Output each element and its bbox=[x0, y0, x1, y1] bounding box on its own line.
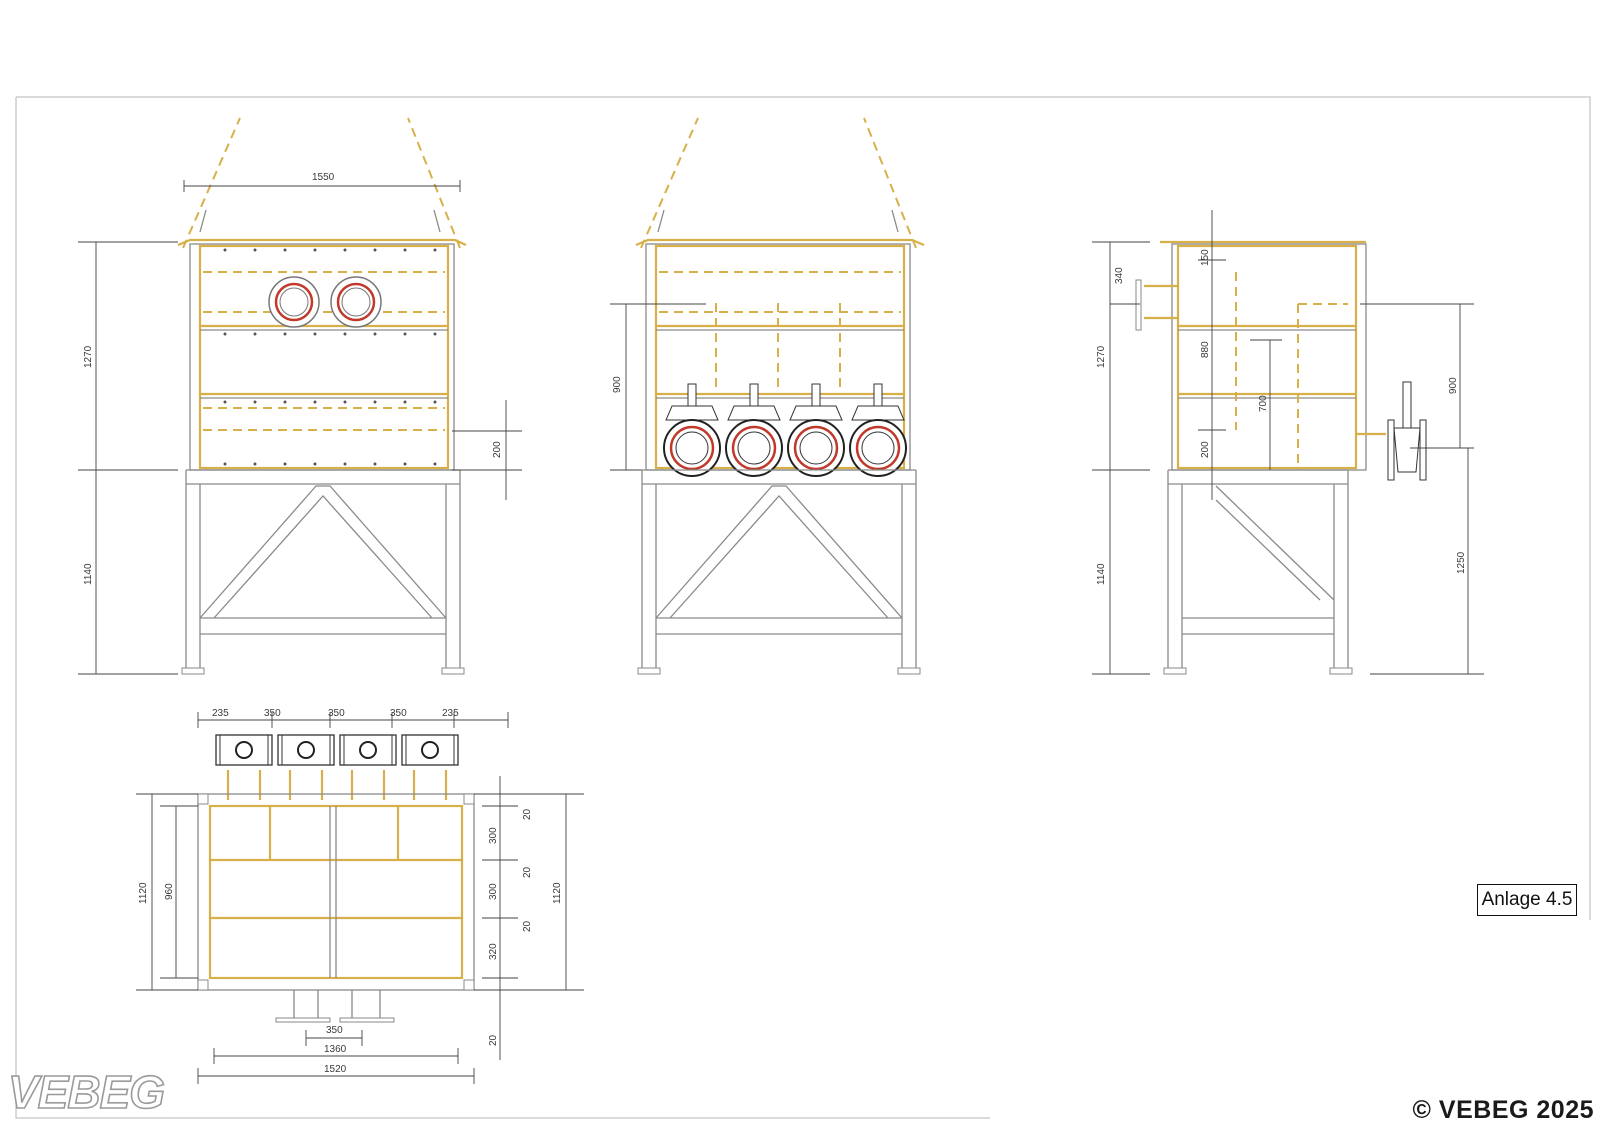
dim-plan-960: 960 bbox=[164, 883, 175, 900]
dim-plan-1360: 1360 bbox=[324, 1044, 347, 1055]
copyright-notice: © VEBEG 2025 bbox=[1412, 1096, 1594, 1124]
dim-plan-top-1: 235 bbox=[212, 708, 229, 719]
side-gate-valve bbox=[1356, 381, 1427, 481]
plan-view: 235 350 350 350 235 1120 960 1120 300 30… bbox=[136, 708, 584, 1084]
dim-900-mid: 900 bbox=[612, 376, 623, 393]
front-flange-openings bbox=[268, 276, 382, 328]
dim-plan-300-b: 300 bbox=[488, 883, 499, 900]
annex-label: Anlage 4.5 bbox=[1477, 884, 1577, 916]
dim-plan-top-5: 235 bbox=[442, 708, 459, 719]
side-view: 340 1270 1140 150 880 200 700 900 1250 bbox=[1092, 210, 1484, 675]
dim-900-side: 900 bbox=[1448, 377, 1459, 394]
dim-plan-top-2: 350 bbox=[264, 708, 281, 719]
dim-1140: 1140 bbox=[83, 563, 94, 585]
gate-valve-4 bbox=[849, 383, 907, 477]
dim-plan-1120-left: 1120 bbox=[138, 882, 149, 904]
dim-1550: 1550 bbox=[312, 172, 335, 183]
gate-valves-front bbox=[663, 383, 907, 477]
front-view: 1550 1270 1140 200 bbox=[78, 117, 522, 675]
dim-plan-1520: 1520 bbox=[324, 1064, 347, 1075]
dim-plan-20-c: 20 bbox=[522, 920, 533, 932]
dim-700: 700 bbox=[1258, 395, 1269, 412]
front-bolts bbox=[223, 248, 437, 466]
gate-valve-2 bbox=[725, 383, 783, 477]
sheet-border bbox=[15, 96, 1591, 1119]
dim-880: 880 bbox=[1200, 341, 1211, 358]
dim-plan-300-a: 300 bbox=[488, 827, 499, 844]
dim-1270: 1270 bbox=[83, 345, 94, 368]
middle-view: 900 bbox=[610, 117, 925, 675]
dim-plan-350-bottom: 350 bbox=[326, 1025, 343, 1036]
dim-plan-320: 320 bbox=[488, 943, 499, 960]
dim-1250: 1250 bbox=[1456, 551, 1467, 574]
dim-plan-top-3: 350 bbox=[328, 708, 345, 719]
dim-200-side: 200 bbox=[1200, 441, 1211, 458]
gate-valve-3 bbox=[787, 383, 845, 477]
dim-plan-top-4: 350 bbox=[390, 708, 407, 719]
dim-plan-20-a: 20 bbox=[522, 808, 533, 820]
plan-valves bbox=[215, 734, 459, 766]
dim-plan-20-d: 20 bbox=[488, 1034, 499, 1046]
dim-plan-20-b: 20 bbox=[522, 866, 533, 878]
dim-plan-1120-right: 1120 bbox=[552, 882, 563, 904]
dim-1140-side: 1140 bbox=[1096, 563, 1107, 585]
gate-valve-1 bbox=[663, 383, 721, 477]
dim-1270-side: 1270 bbox=[1096, 345, 1107, 368]
dim-200: 200 bbox=[492, 441, 503, 458]
dim-150: 150 bbox=[1200, 249, 1211, 266]
vebeg-logo: VEBEG bbox=[7, 1065, 166, 1119]
dim-340: 340 bbox=[1114, 267, 1125, 284]
